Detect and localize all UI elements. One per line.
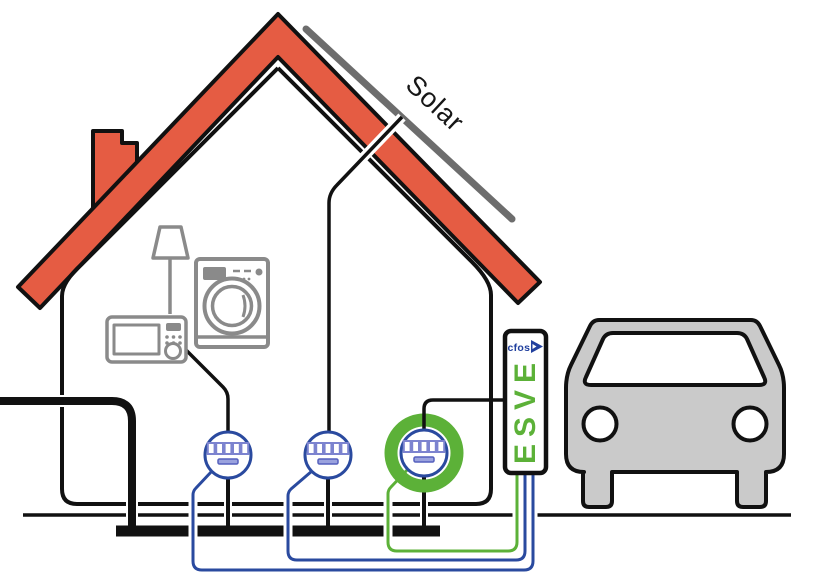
svg-text:E: E [509,444,542,464]
data-cable-household-meter [188,467,538,575]
solar-panel-icon [302,25,516,223]
solar-wire [327,115,404,432]
evse-wallbox: cfos E V S E [502,328,549,476]
evse-feed-wire [422,398,505,431]
car-headlight-right [731,405,769,443]
svg-text:V: V [509,390,542,410]
car-headlight-left [581,405,619,443]
microwave-dial [164,342,182,360]
evse-meter [399,428,449,478]
svg-text:S: S [509,417,542,437]
car-icon [564,318,786,509]
solar-meter [303,430,353,480]
household-meter [203,430,253,480]
washing-machine-icon [194,257,270,349]
lamp-icon [151,225,190,314]
data-cable-solar-meter [283,467,530,565]
wallbox-body [502,328,549,476]
power-grid-line [0,397,136,530]
evse-label: E V S E [509,363,542,464]
car-windshield [582,331,768,387]
meter-display [402,440,446,463]
house-outline [60,66,493,506]
microwave-icon [105,315,188,364]
meter-display [306,442,350,465]
cfos-logo: cfos [508,340,543,354]
roof [16,12,542,310]
svg-text:E: E [509,363,542,383]
svg-text:cfos: cfos [508,342,531,354]
cfos-arrow-icon [531,340,543,353]
appliance-wire [182,346,230,432]
meter-display [206,442,250,465]
data-cable-evse-meter [383,464,522,556]
